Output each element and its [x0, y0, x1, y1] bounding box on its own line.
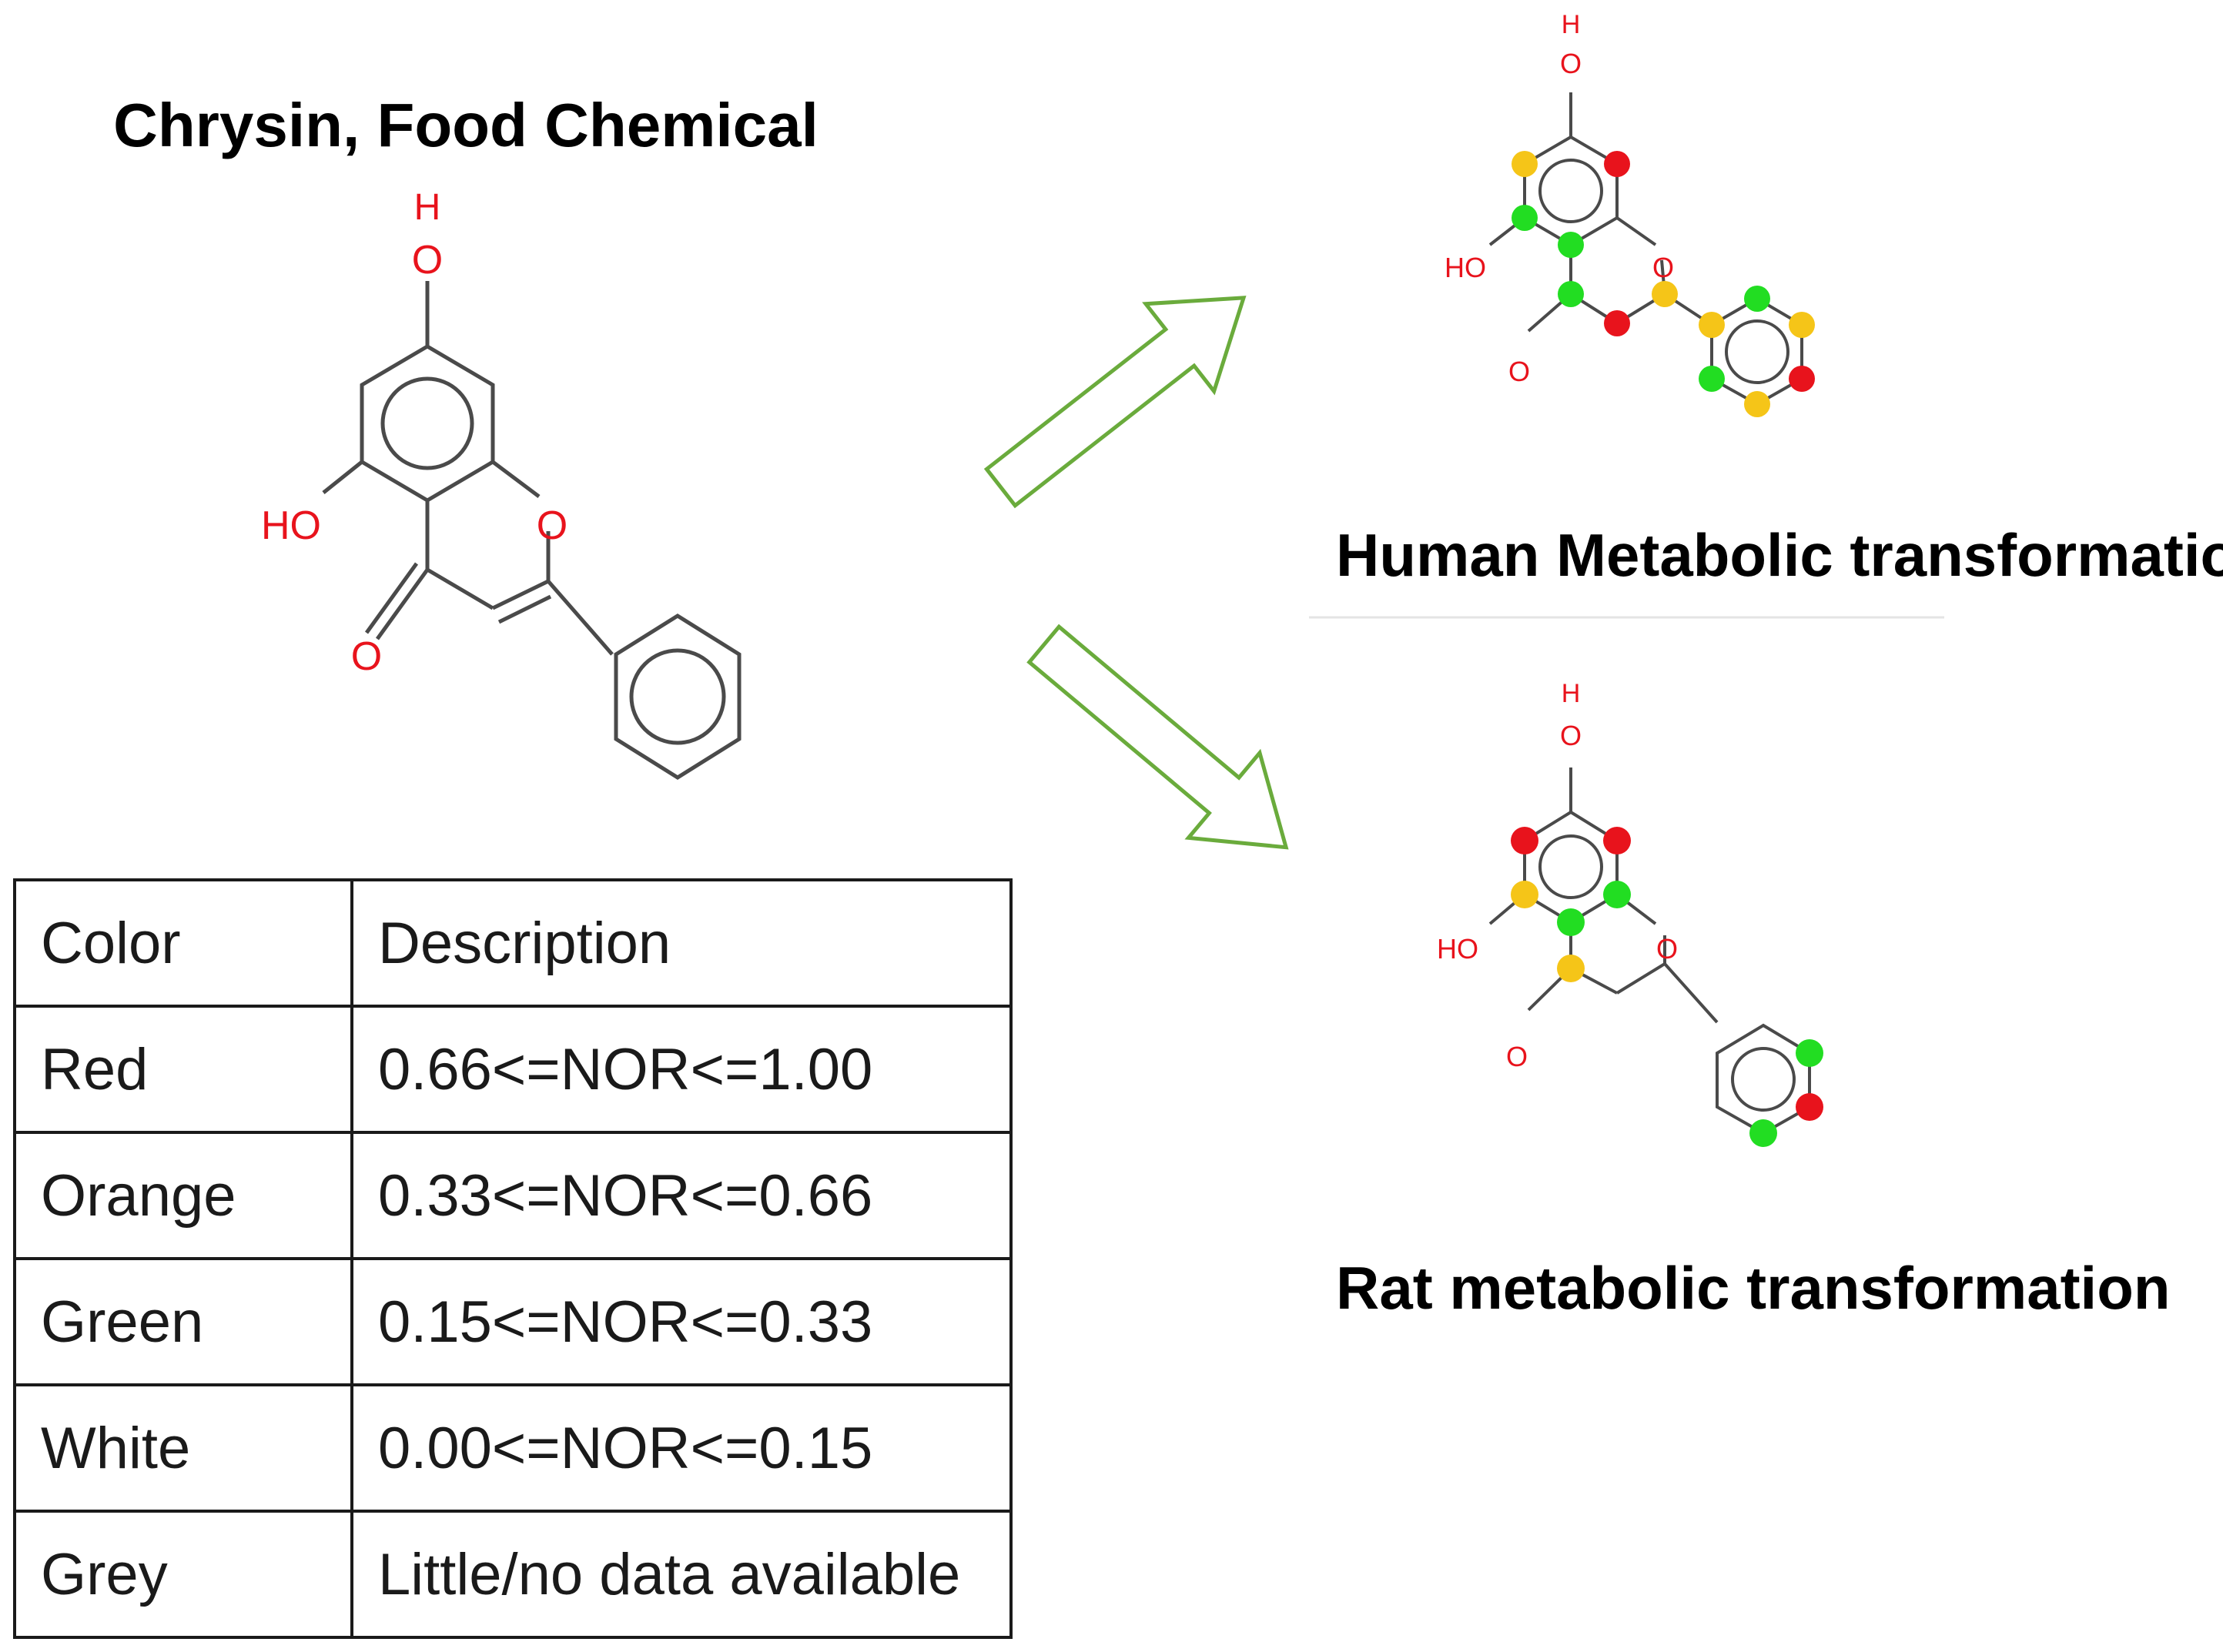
nor-color-legend-table: Color Description Red 0.66<=NOR<=1.00 Or…	[13, 878, 1013, 1639]
human-hydroxyl-h: H	[1562, 10, 1581, 39]
atom-marker-red	[1511, 827, 1538, 854]
chrysin-ring-oxygen: O	[537, 503, 567, 548]
atom-marker-orange	[1699, 312, 1725, 338]
human-markers	[1512, 151, 1815, 417]
atom-marker-green	[1699, 366, 1725, 392]
human-ring-oxygen: O	[1652, 252, 1674, 283]
legend-description-cell: 0.66<=NOR<=1.00	[350, 1005, 1013, 1134]
legend-row: Red 0.66<=NOR<=1.00	[13, 1005, 1013, 1134]
chrysin-hydroxyl-ho: HO	[261, 503, 321, 548]
atom-marker-green	[1744, 286, 1770, 312]
human-carbonyl-oxygen: O	[1508, 356, 1530, 387]
atom-marker-green	[1557, 908, 1585, 936]
atom-marker-green	[1558, 281, 1584, 307]
human-hydroxyl-ho: HO	[1445, 252, 1486, 283]
human-metabolite-structure	[1488, 92, 1803, 406]
rat-transformation-label: Rat metabolic transformation	[1336, 1254, 2171, 1322]
rat-hydroxyl-o: O	[1560, 720, 1582, 751]
atom-marker-red	[1796, 1093, 1823, 1121]
atom-marker-green	[1749, 1119, 1777, 1147]
rat-hydroxyl-ho: HO	[1437, 933, 1478, 965]
chrysin-hydroxyl-h: H	[414, 187, 441, 228]
atom-marker-orange	[1512, 151, 1538, 177]
legend-description-cell: 0.00<=NOR<=0.15	[350, 1383, 1013, 1513]
legend-color-cell: Orange	[13, 1131, 353, 1260]
legend-color-cell: Green	[13, 1257, 353, 1386]
legend-header-description: Description	[350, 878, 1013, 1008]
chrysin-structure	[322, 281, 742, 780]
atom-marker-green	[1603, 881, 1631, 908]
human-hydroxyl-o: O	[1560, 48, 1582, 79]
legend-row: Orange 0.33<=NOR<=0.66	[13, 1131, 1013, 1260]
legend-header-row: Color Description	[13, 878, 1013, 1008]
legend-description-cell: 0.15<=NOR<=0.33	[350, 1257, 1013, 1386]
arrow-to-rat	[1026, 624, 1289, 850]
atom-marker-orange	[1511, 881, 1538, 908]
legend-description-cell: 0.33<=NOR<=0.66	[350, 1131, 1013, 1260]
atom-marker-red	[1789, 366, 1815, 392]
atom-marker-red	[1604, 310, 1630, 336]
rat-markers	[1511, 827, 1823, 1147]
chrysin-hydroxyl-o: O	[412, 238, 443, 283]
arrow-to-human	[983, 296, 1247, 509]
rat-ring-oxygen: O	[1656, 933, 1678, 965]
rat-carbonyl-oxygen: O	[1506, 1041, 1528, 1072]
atom-marker-red	[1604, 151, 1630, 177]
atom-marker-orange	[1652, 281, 1678, 307]
atom-marker-green	[1558, 232, 1584, 258]
atom-marker-orange	[1557, 955, 1585, 982]
atom-marker-red	[1603, 827, 1631, 854]
atom-marker-orange	[1789, 312, 1815, 338]
legend-color-cell: White	[13, 1383, 353, 1513]
legend-color-cell: Grey	[13, 1510, 353, 1639]
human-transformation-label: Human Metabolic transformation	[1336, 521, 2223, 589]
rat-metabolite-structure	[1488, 767, 1811, 1135]
legend-color-cell: Red	[13, 1005, 353, 1134]
legend-row: Green 0.15<=NOR<=0.33	[13, 1257, 1013, 1386]
atom-marker-green	[1796, 1039, 1823, 1067]
rat-hydroxyl-h: H	[1562, 679, 1581, 708]
main-title: Chrysin, Food Chemical	[113, 91, 819, 159]
atom-marker-orange	[1744, 391, 1770, 417]
legend-header-color: Color	[13, 878, 353, 1008]
legend-row: Grey Little/no data available	[13, 1510, 1013, 1639]
legend-description-cell: Little/no data available	[350, 1510, 1013, 1639]
chrysin-carbonyl-oxygen: O	[351, 634, 382, 679]
atom-marker-green	[1512, 205, 1538, 231]
legend-row: White 0.00<=NOR<=0.15	[13, 1383, 1013, 1513]
